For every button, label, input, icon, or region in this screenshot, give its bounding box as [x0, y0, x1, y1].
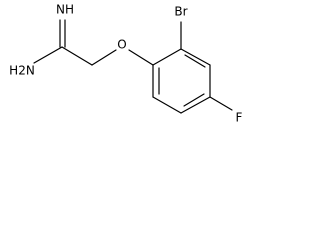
bond-c-ch2	[61, 46, 93, 66]
bond-o-ring	[128, 49, 154, 66]
ring-bond-2	[180, 48, 211, 66]
amine-label: H2N	[9, 64, 35, 78]
ring-double-inner-1	[184, 54, 206, 68]
imine-label: NH	[56, 3, 74, 17]
bond-c-nh2	[33, 46, 63, 64]
ring-bond-5	[152, 96, 182, 114]
bond-ch2-o	[91, 49, 117, 66]
chemical-structure-diagram: NH H2N O Br F	[9, 3, 243, 125]
bond-ring-f	[209, 96, 233, 111]
bromine-label: Br	[174, 5, 187, 19]
ether-oxygen-label: O	[117, 38, 126, 52]
ring-bond-1	[152, 48, 182, 66]
ring-double-inner-2	[183, 93, 205, 107]
ring-bond-4	[180, 96, 211, 114]
fluorine-label: F	[236, 111, 243, 125]
